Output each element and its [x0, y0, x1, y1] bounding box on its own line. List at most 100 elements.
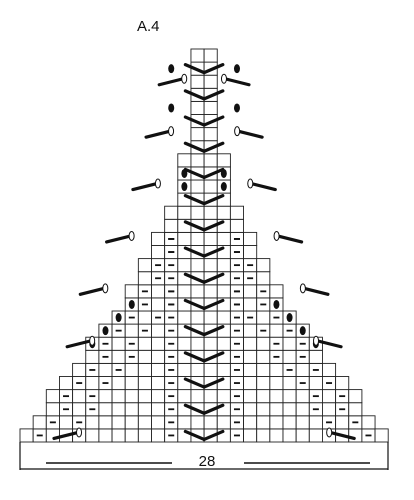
chart-cell	[216, 153, 231, 168]
chart-width-label: 28	[198, 453, 216, 470]
chart-cell	[203, 284, 218, 299]
chart-cell	[256, 349, 271, 364]
chart-cell	[151, 284, 166, 299]
cable-slant-icon	[328, 430, 356, 441]
chart-cell	[111, 376, 126, 391]
yarn-over-icon	[233, 64, 240, 74]
chart-cell	[137, 428, 152, 443]
chart-cell	[203, 231, 218, 246]
chart-cell	[216, 231, 231, 246]
chevron-right-stroke	[202, 403, 225, 415]
chart-cell	[269, 415, 284, 430]
chart-cell	[177, 415, 192, 430]
chart-cell	[124, 389, 139, 404]
chart-cell	[190, 205, 205, 220]
oval-loop-icon	[313, 335, 320, 346]
chart-cell	[190, 415, 205, 430]
chart-cell	[190, 310, 205, 325]
oval-loop-icon	[154, 178, 161, 189]
chart-cell	[111, 415, 126, 430]
yarn-over-icon	[273, 299, 280, 309]
chevron-left-stroke	[183, 429, 206, 442]
cable-slant-icon	[105, 234, 133, 244]
chart-cell	[243, 336, 258, 351]
chart-cell	[45, 402, 60, 417]
oval-loop-icon	[102, 283, 109, 294]
chart-cell	[151, 336, 166, 351]
chart-cell	[348, 402, 363, 417]
cable-slant-icon	[52, 430, 80, 441]
chart-cell	[124, 323, 139, 338]
chart-cell	[256, 258, 271, 273]
chart-cell	[98, 389, 113, 404]
chart-cell	[229, 218, 244, 233]
chart-cell	[164, 205, 179, 220]
chart-cell	[151, 297, 166, 312]
chart-cell	[243, 362, 258, 377]
chevron-left-stroke	[183, 220, 206, 232]
chart-cell	[269, 323, 284, 338]
chart-cell	[269, 402, 284, 417]
chart-cell	[85, 415, 100, 430]
oval-loop-icon	[247, 178, 254, 189]
chart-cell	[32, 415, 47, 430]
chart-cell	[216, 284, 231, 299]
chart-cell	[137, 310, 152, 325]
yarn-over-icon	[220, 182, 227, 192]
chart-cell	[229, 205, 244, 220]
chevron-left-stroke	[183, 167, 206, 180]
chart-cell	[111, 402, 126, 417]
chart-cell	[137, 336, 152, 351]
chart-cell	[295, 402, 310, 417]
chevron-left-stroke	[183, 246, 206, 258]
chevron-right-stroke	[202, 272, 225, 284]
chart-cell	[216, 362, 231, 377]
chevron-right-stroke	[202, 89, 225, 101]
chart-cell	[45, 428, 60, 443]
chart-cell	[72, 389, 87, 404]
chart-cell	[203, 100, 218, 115]
chart-cell	[85, 349, 100, 364]
chart-cell	[85, 428, 100, 443]
chart-cell	[151, 389, 166, 404]
cable-slant-icon	[275, 234, 304, 244]
chart-cell	[151, 231, 166, 246]
chart-cell	[243, 231, 258, 246]
chevron-left-stroke	[183, 141, 206, 153]
chart-cell	[151, 428, 166, 443]
chart-cell	[137, 349, 152, 364]
yarn-over-icon	[286, 313, 293, 323]
chart-cell	[98, 428, 113, 443]
chart-cell	[269, 284, 284, 299]
oval-loop-icon	[299, 283, 306, 294]
chart-cell	[256, 389, 271, 404]
chart-cell	[137, 258, 152, 273]
chart-cell	[190, 336, 205, 351]
chart-cell	[137, 402, 152, 417]
chart-title: A.4	[137, 18, 160, 35]
yarn-over-icon	[181, 182, 188, 192]
chart-cell	[308, 349, 323, 364]
chevron-right-stroke	[202, 141, 225, 153]
chart-cell	[374, 428, 389, 443]
oval-loop-icon	[273, 230, 280, 241]
chart-cell	[243, 376, 258, 391]
chart-cell	[177, 336, 192, 351]
chart-cell	[190, 389, 205, 404]
chart-cell	[282, 376, 297, 391]
chart-cell	[203, 179, 218, 194]
chart-cell	[348, 389, 363, 404]
chart-cell	[243, 323, 258, 338]
oval-loop-icon	[128, 230, 135, 241]
chart-cell	[243, 297, 258, 312]
chart-cell	[137, 389, 152, 404]
chart-cell	[216, 415, 231, 430]
chevron-left-stroke	[183, 272, 206, 284]
chart-cell	[190, 153, 205, 168]
cable-slant-icon	[131, 181, 159, 192]
oval-loop-icon	[89, 335, 96, 346]
chart-cell	[203, 74, 218, 89]
chart-cell	[335, 376, 350, 391]
chart-cell	[256, 402, 271, 417]
chart-cell	[111, 336, 126, 351]
